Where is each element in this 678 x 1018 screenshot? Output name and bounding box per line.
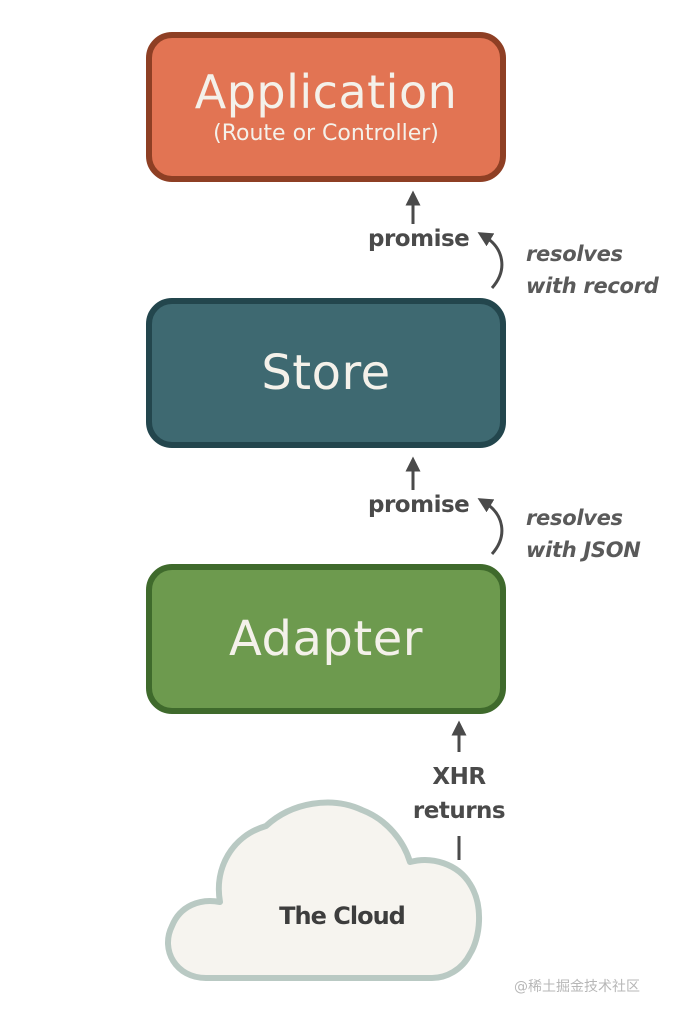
lower-promise-label: promise (368, 492, 470, 518)
upper-note-line1: resolves (526, 242, 623, 266)
upper-note-line2: with record (526, 274, 659, 298)
adapter-box: Adapter (146, 564, 506, 714)
lower-note-line2: with JSON (526, 538, 641, 562)
store-box: Store (146, 298, 506, 448)
application-title: Application (194, 65, 458, 120)
adapter-title: Adapter (229, 610, 423, 667)
upper-promise-label: promise (368, 226, 470, 252)
cloud-label: The Cloud (279, 902, 406, 930)
lower-resolves-note: resolves with JSON (526, 502, 641, 566)
xhr-line2: returns (412, 798, 506, 824)
watermark: @稀土掘金技术社区 (514, 979, 640, 995)
application-subtitle: (Route or Controller) (213, 120, 439, 146)
store-title: Store (261, 344, 391, 401)
upper-curved-arrow (477, 232, 504, 289)
upper-resolves-note: resolves with record (526, 238, 659, 302)
application-box: Application (Route or Controller) (146, 32, 506, 182)
lower-note-line1: resolves (526, 506, 623, 530)
lower-curved-arrow (477, 498, 504, 555)
xhr-line1: XHR (432, 764, 486, 790)
cloud-shape (165, 799, 483, 981)
xhr-returns-label: XHR returns (409, 760, 509, 828)
